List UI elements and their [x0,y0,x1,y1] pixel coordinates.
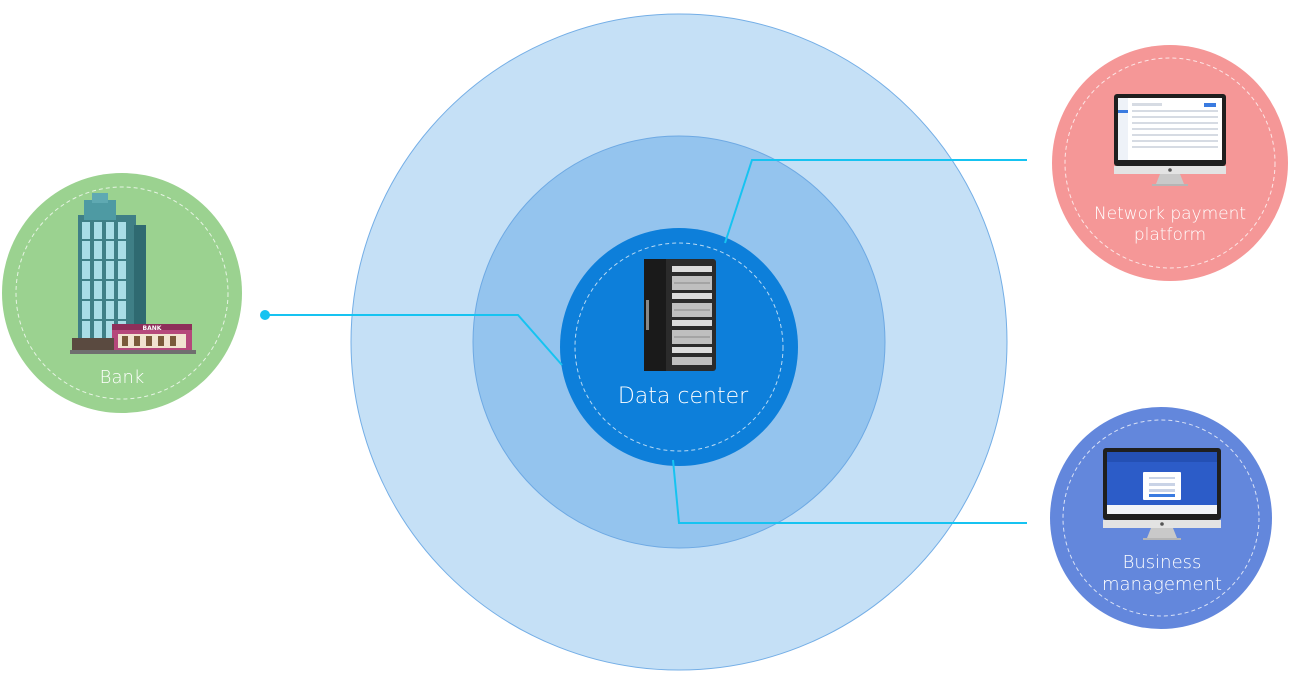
bank-sign: BANK [143,325,162,332]
connector-bank [265,314,563,366]
bank-node-dashed [15,186,229,400]
network-payment-label-line1: Network payment [1094,204,1246,224]
desktop-monitor-icon [1103,448,1221,540]
server-rack-icon [644,259,716,371]
network-payment-label-line2: platform [1134,225,1206,245]
network-payment-node-dashed [1064,57,1276,269]
connectors [265,159,1027,524]
connector-network-payment [724,159,1027,244]
business-management-label-line1: Business [1123,552,1202,573]
inner-ring-dashed [574,242,784,452]
bank-connector-dot [260,310,270,320]
bank-label: Bank [100,367,145,388]
business-management-node-dashed [1062,419,1260,617]
business-management-label-line2: management [1102,574,1222,595]
connector-business-management [672,459,1027,524]
desktop-monitor-icon [1114,94,1226,186]
bank-building-icon: BANK [70,193,196,354]
center-label: Data center [618,384,749,409]
